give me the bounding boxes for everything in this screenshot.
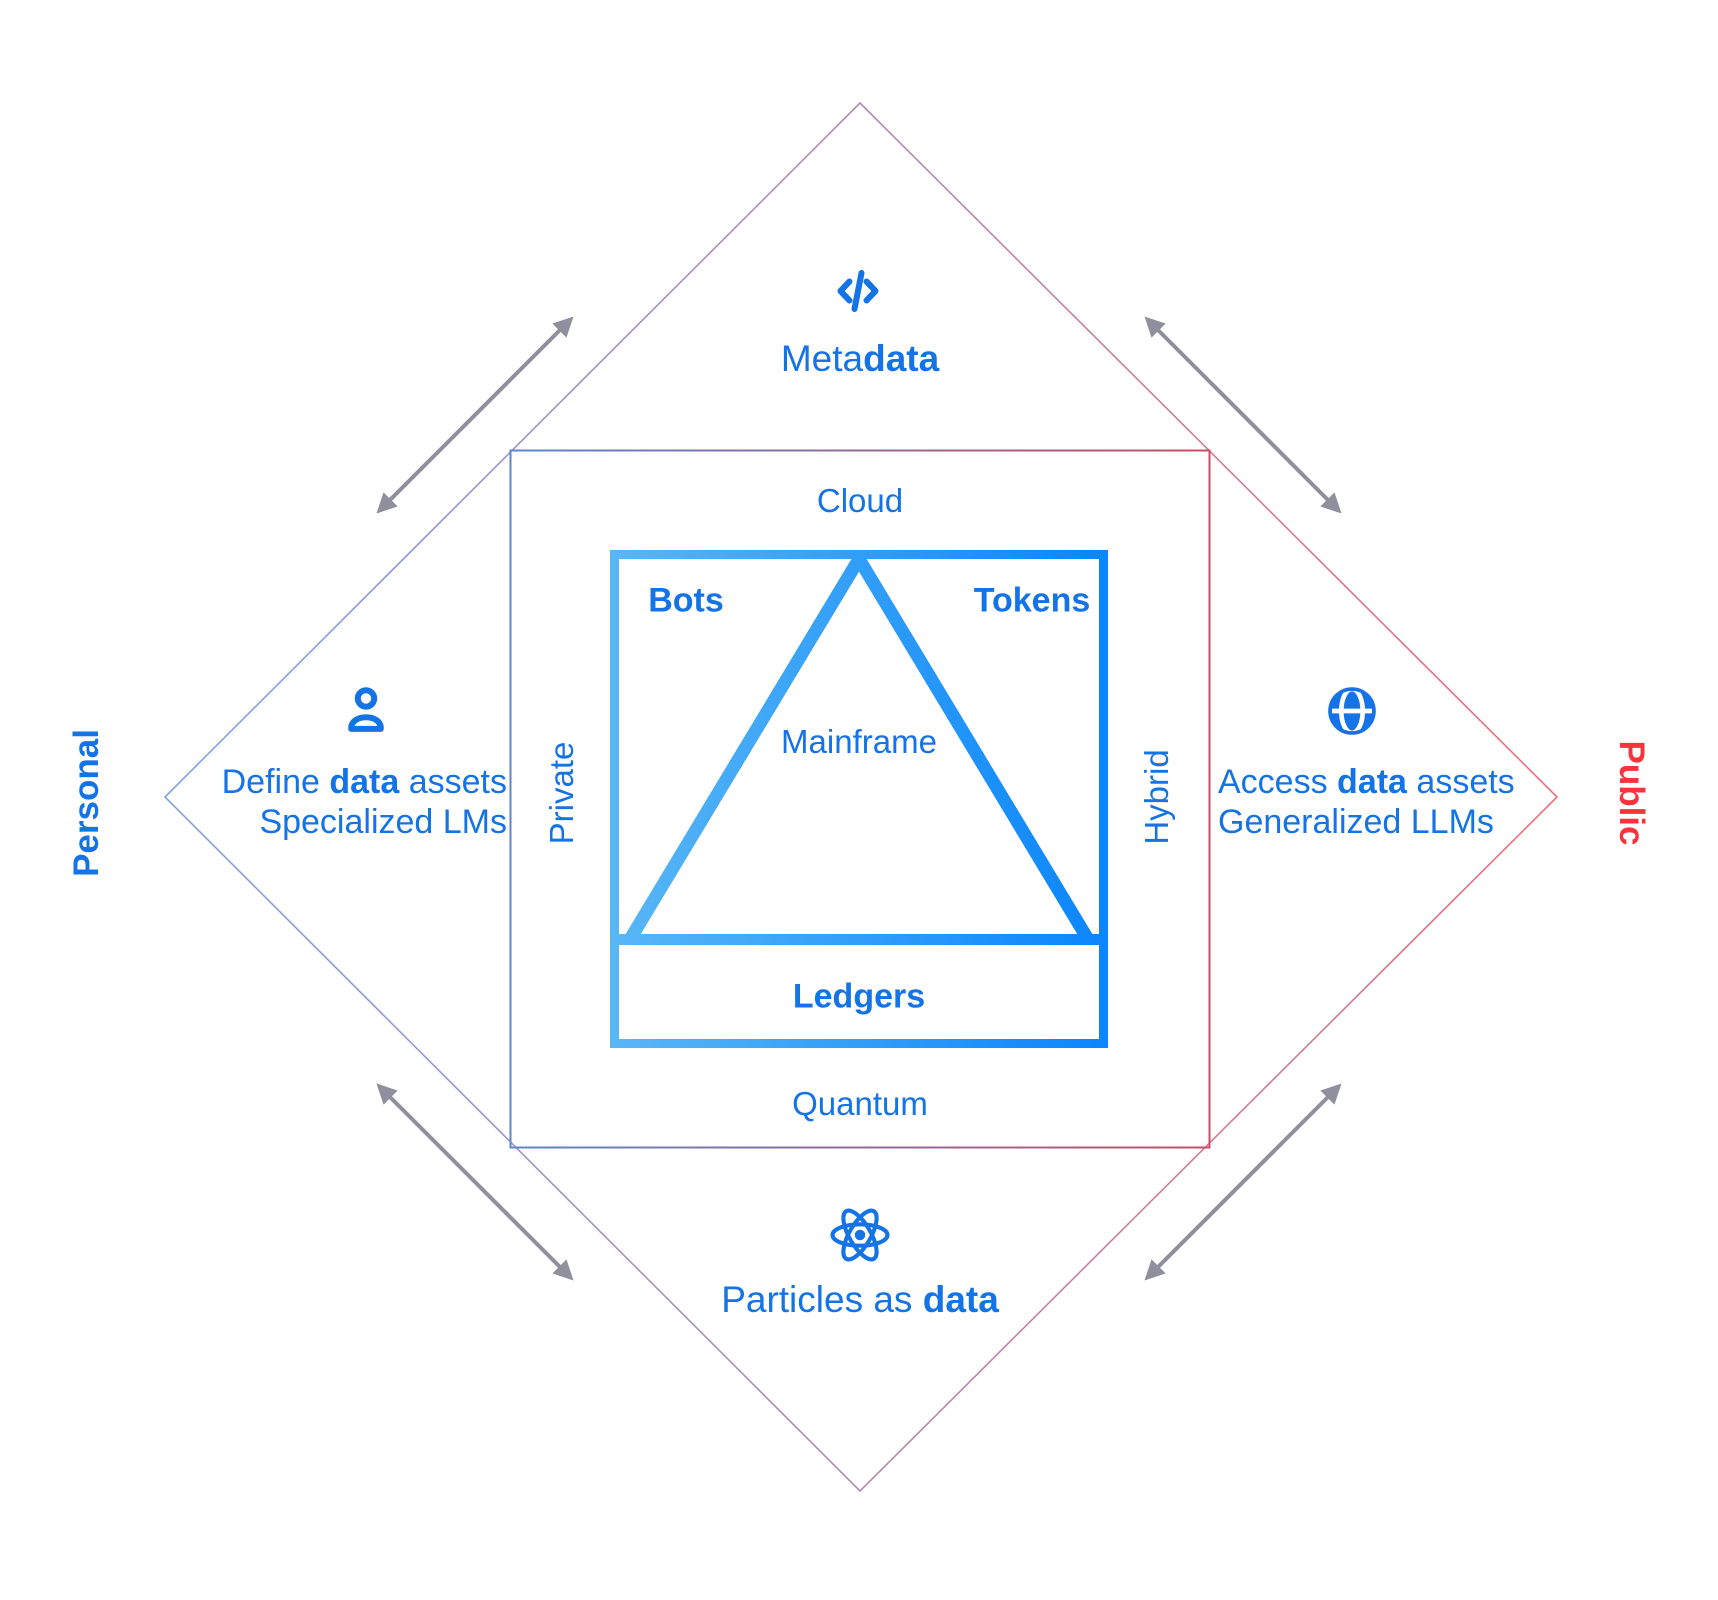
person-icon: [348, 687, 384, 732]
left-callout-line1: Define data assets: [222, 762, 507, 802]
diamond-outline: [163, 101, 1559, 1493]
middle-square: [509, 449, 1211, 1149]
left-callout: Define data assets Specialized LMs: [222, 762, 507, 842]
axis-title-top: Metadata: [781, 338, 939, 380]
arrow-top-right: [1144, 316, 1342, 514]
code-icon: [837, 270, 879, 312]
quadrant-label-hybrid: Hybrid: [1138, 749, 1175, 845]
right-callout-line1-bold: data: [1337, 763, 1407, 801]
arrow-top-left: [376, 316, 574, 514]
right-callout-line1: Access data assets: [1218, 762, 1515, 802]
core-label-ledgers: Ledgers: [792, 977, 926, 1016]
right-callout-line1-pre: Access: [1218, 763, 1338, 801]
quadrant-label-cloud: Cloud: [816, 482, 904, 519]
core-label-tokens: Tokens: [973, 581, 1091, 620]
axis-title-top-bold: data: [863, 338, 940, 379]
left-callout-line1-pre: Define: [221, 763, 330, 801]
core-square: [610, 550, 1108, 1048]
left-callout-line1-bold: data: [329, 763, 400, 801]
left-callout-line2: Specialized LMs: [259, 803, 507, 841]
quadrant-label-private: Private: [543, 741, 580, 845]
right-callout-line2: Generalized LLMs: [1218, 803, 1494, 841]
arrow-bottom-left: [376, 1083, 574, 1281]
atom-icon: [830, 1208, 890, 1262]
right-callout-line1-post: assets: [1406, 763, 1515, 801]
axis-title-right: Public: [1612, 740, 1651, 846]
axis-title-bottom: Particles as data: [721, 1279, 999, 1321]
arrow-bottom-right: [1144, 1083, 1342, 1281]
axis-title-bottom-regular: Particles as: [721, 1279, 923, 1320]
core-label-bots: Bots: [648, 581, 724, 620]
core-triangle-sides: [623, 555, 1095, 945]
axis-title-bottom-bold: data: [922, 1279, 999, 1320]
axis-title-left: Personal: [67, 729, 106, 877]
quadrant-label-quantum: Quantum: [792, 1085, 928, 1122]
axis-title-top-regular: Meta: [780, 338, 864, 379]
globe-icon: [1328, 687, 1376, 735]
core-label-mainframe: Mainframe: [781, 723, 937, 760]
left-callout-line1-post: assets: [399, 763, 507, 801]
right-callout: Access data assets Generalized LLMs: [1218, 762, 1515, 842]
